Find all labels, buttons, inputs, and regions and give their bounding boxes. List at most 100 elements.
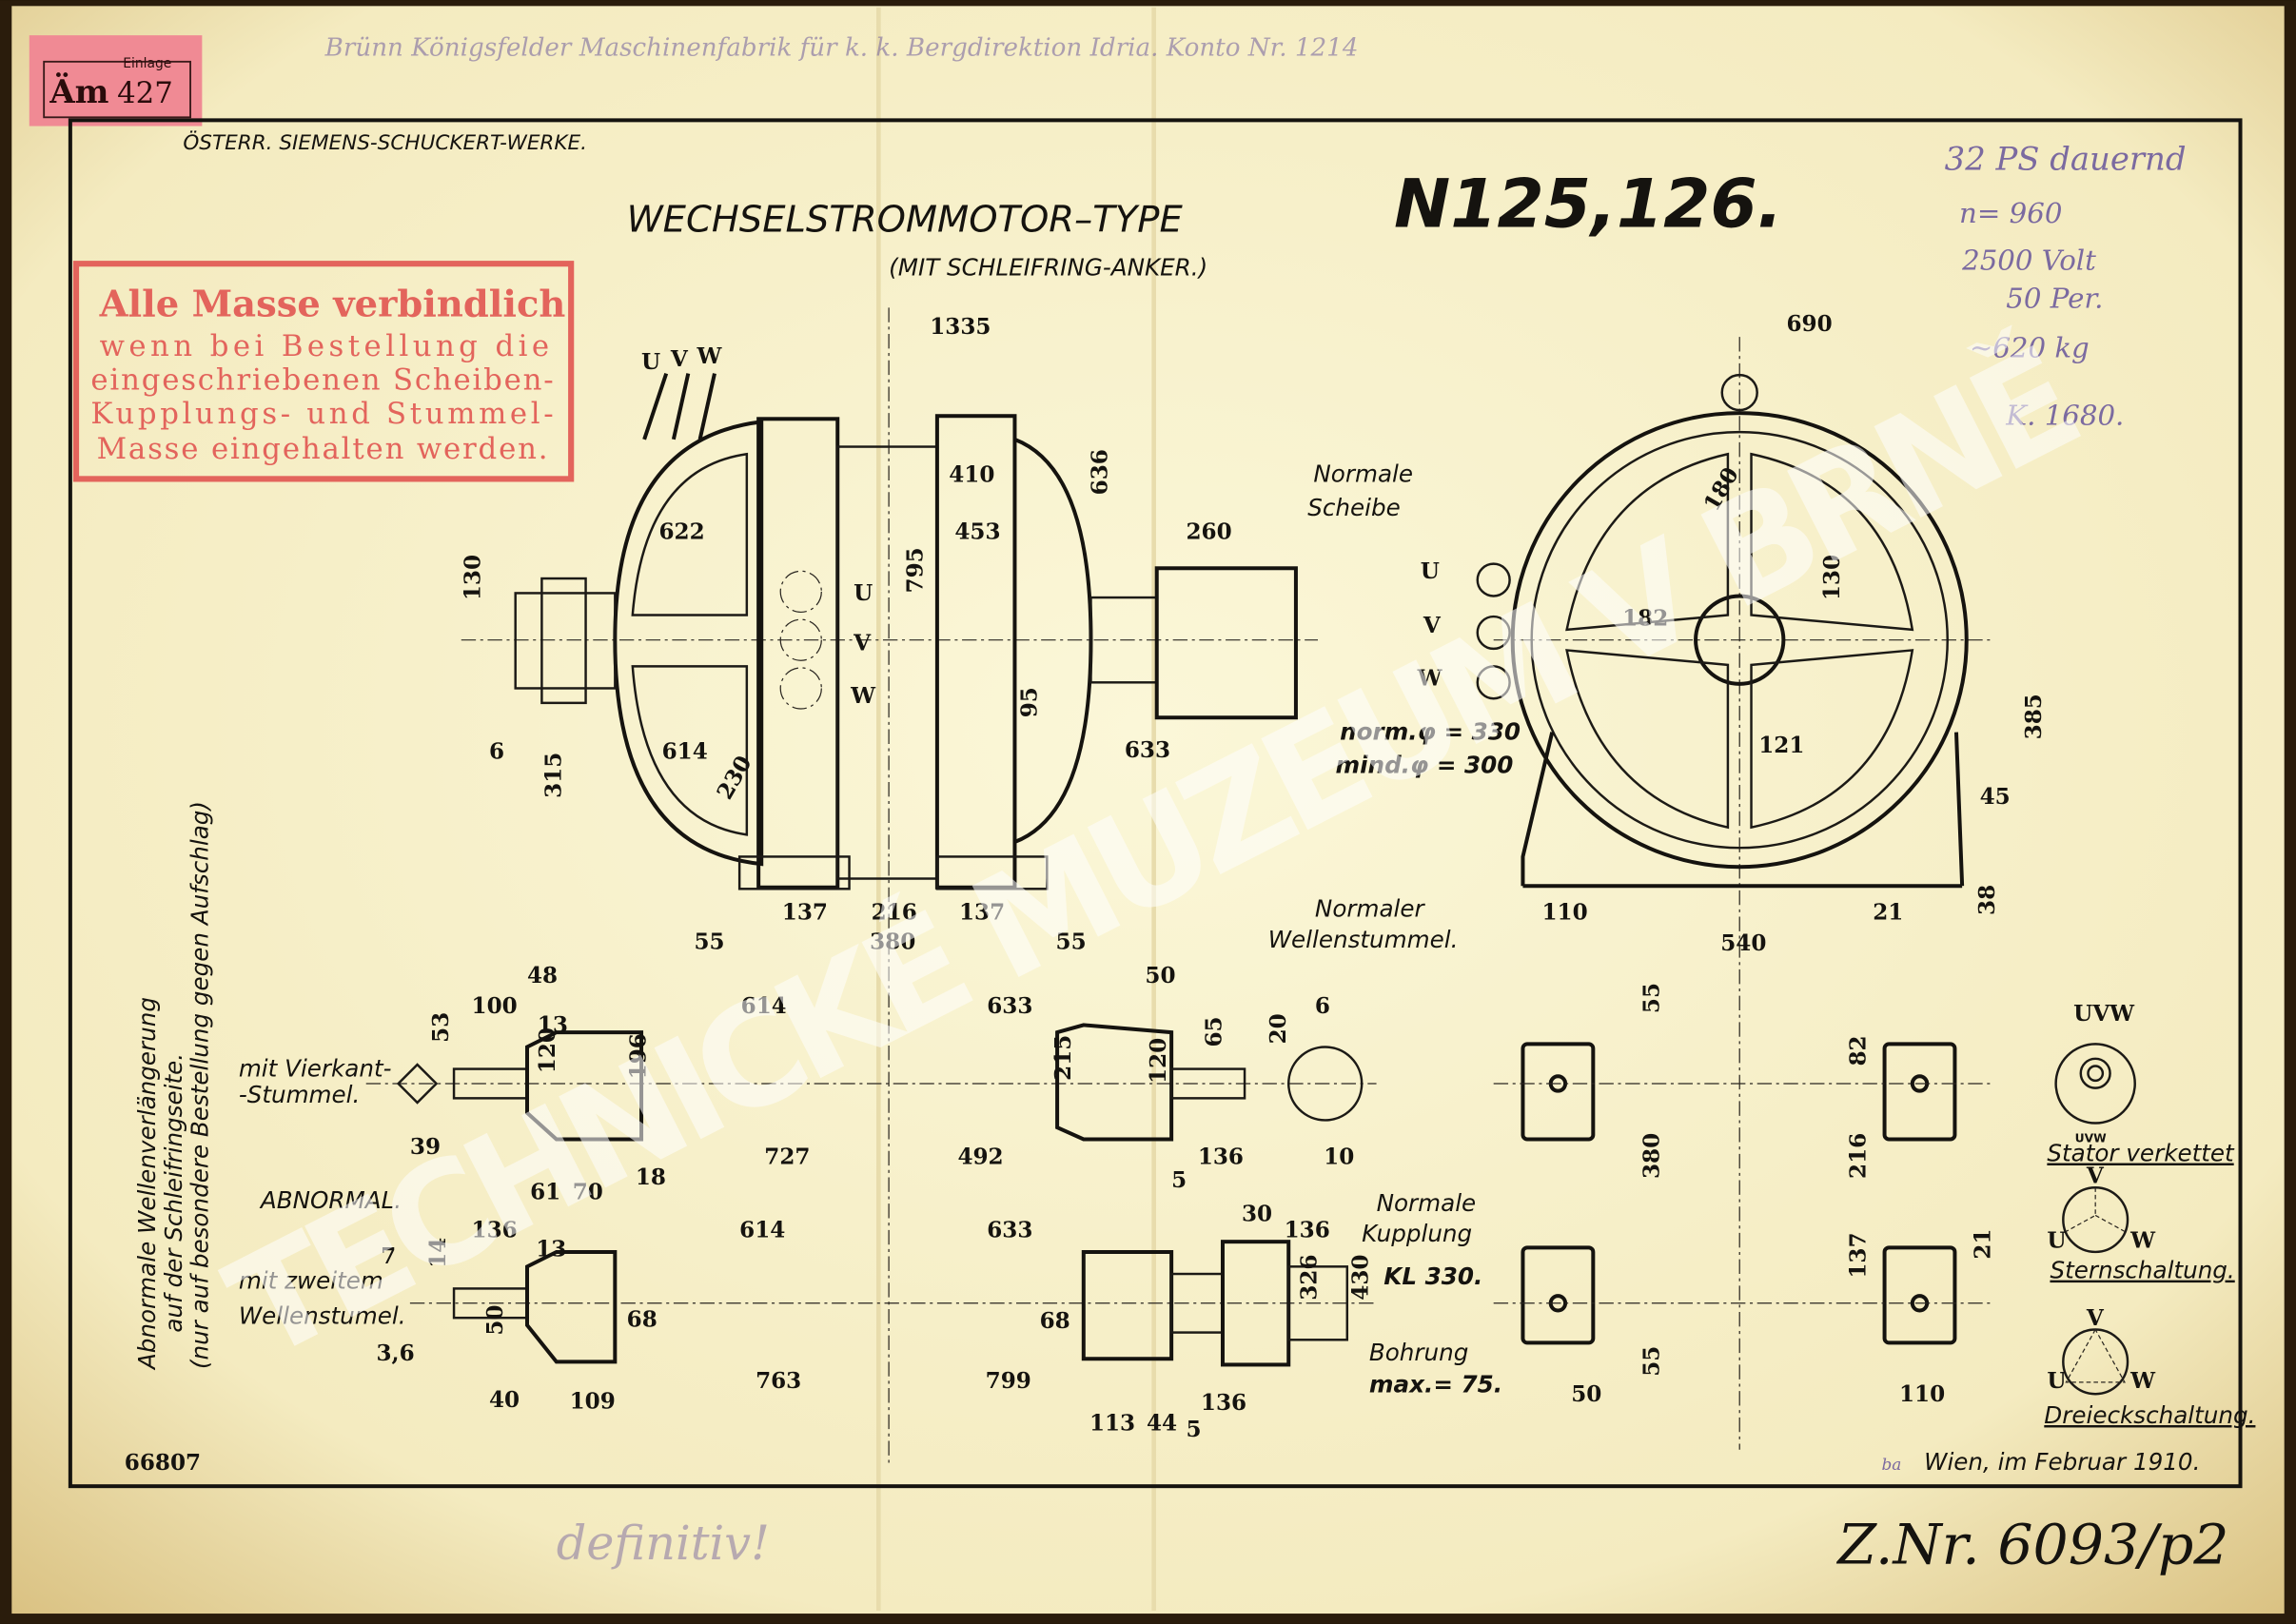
stator-caption: Stator verkettet <box>2047 1140 2235 1167</box>
dimension-label: 50 <box>1145 963 1175 988</box>
terminal-u: U <box>1421 558 1440 584</box>
company-name: ÖSTERR. SIEMENS-SCHUCKERT-WERKE. <box>183 130 587 155</box>
dimension-label: 82 <box>1846 1035 1872 1066</box>
dimension-label: 136 <box>1285 1218 1330 1243</box>
dimension-label: 109 <box>570 1389 616 1415</box>
label-v: V <box>2086 1305 2105 1331</box>
terminal-v: V <box>853 630 872 655</box>
note-wellenstummel: Normaler <box>1315 895 1426 923</box>
side-note-line: Abnormale Wellenverlängerung <box>133 997 161 1371</box>
note-zweitem: Wellenstumel. <box>239 1301 406 1329</box>
note-zweitem: mit zweitem <box>239 1266 383 1294</box>
dimension-label: 30 <box>1242 1202 1272 1227</box>
dimension-label: 50 <box>482 1305 508 1336</box>
dimension-label: 136 <box>1201 1390 1246 1416</box>
dimension-label: 633 <box>1125 737 1170 763</box>
stamp-line: wenn bei Bestellung die <box>100 329 549 363</box>
subtitle: (MIT SCHLEIFRING-ANKER.) <box>889 253 1207 281</box>
dimension-label: 540 <box>1720 930 1766 956</box>
dimension-label: 110 <box>1541 900 1587 926</box>
foot-plates <box>1493 1042 1992 1345</box>
spec-note: n= 960 <box>1959 197 2062 229</box>
label-u: U <box>2047 1227 2066 1253</box>
dimension-label: 21 <box>1970 1229 1995 1260</box>
dimension-label: 622 <box>659 519 705 544</box>
dimension-label: 130 <box>1819 555 1845 600</box>
note-norm-phi: norm.φ = 330 <box>1340 717 1521 745</box>
header-handwriting: Brünn Königsfelder Maschinenfabrik für k… <box>324 34 1359 63</box>
dimension-label: 196 <box>626 1033 652 1079</box>
dimension-label: 20 <box>1266 1013 1291 1044</box>
dimension-label: 13 <box>538 1012 568 1038</box>
dimension-label: 55 <box>1639 983 1665 1013</box>
terminal-w: W <box>697 343 723 369</box>
terminal-label: UVW <box>2073 1001 2135 1027</box>
einlage-label: Äm Einlage 427 <box>29 35 203 127</box>
dimension-label: 55 <box>694 929 724 954</box>
dimension-label: 1335 <box>930 314 991 340</box>
terminal-v: V <box>1423 613 1442 638</box>
spec-note: ~620 kg <box>1970 332 2090 364</box>
motor-side-view: U V W U V W <box>461 307 1319 1465</box>
dimension-label: 6 <box>1315 993 1330 1019</box>
dimension-label: 68 <box>1040 1308 1070 1334</box>
note-bohrung: Bohrung <box>1369 1339 1468 1366</box>
dimension-label: 61 <box>530 1180 560 1205</box>
dimension-label: 95 <box>1017 687 1043 717</box>
handwritten-specs: 32 PS dauernd n= 960 2500 Volt 50 Per. ~… <box>1945 141 2187 432</box>
title-prefix: WECHSELSTROMMOTOR–TYPE <box>627 198 1184 241</box>
dimension-label: 55 <box>1056 929 1087 954</box>
label-caption: Einlage <box>123 56 171 71</box>
dimension-label: 799 <box>986 1368 1031 1394</box>
dimension-label: 315 <box>540 753 566 798</box>
handwriting-definitiv: definitiv! <box>557 1516 770 1571</box>
dimension-label: 38 <box>1974 885 2000 915</box>
side-note-abnormal: Abnormale Wellenverlängerung auf der Sch… <box>133 801 213 1371</box>
label-w: W <box>2129 1368 2156 1394</box>
dimension-label: 10 <box>1324 1145 1354 1170</box>
terminal-label: UVW <box>2075 1132 2108 1145</box>
stamp-line: Masse eingehalten werden. <box>97 432 548 466</box>
terminal-u: U <box>641 349 660 375</box>
dimension-label: 137 <box>782 900 828 926</box>
drawing-frame <box>68 118 2243 1489</box>
dimension-label: 70 <box>573 1180 603 1205</box>
dimension-label: 763 <box>756 1368 801 1394</box>
signature-initials: ba <box>1881 1455 1901 1474</box>
dimension-label: 44 <box>1147 1411 1177 1437</box>
dimension-label: 260 <box>1187 519 1232 544</box>
label-v: V <box>2086 1164 2105 1189</box>
paper <box>11 6 2285 1614</box>
note-normale-scheibe: Scheibe <box>1307 494 1401 521</box>
dimension-label: 39 <box>410 1134 441 1160</box>
dimension-label: 121 <box>1758 733 1804 758</box>
dimension-label: 110 <box>1899 1381 1945 1407</box>
dimension-label: 326 <box>1296 1255 1322 1301</box>
dimension-label: 6 <box>489 738 504 764</box>
dimension-label: 13 <box>536 1237 566 1262</box>
stern-caption: Sternschaltung. <box>2050 1257 2234 1284</box>
dimension-label: 53 <box>428 1012 454 1043</box>
label-number: 427 <box>117 76 173 110</box>
handwriting-zeichnungsnummer: Z.Nr. 6093/p2 <box>1835 1513 2228 1577</box>
dimension-label: 45 <box>1980 784 2011 810</box>
dimension-label: 453 <box>954 519 1000 544</box>
spec-note: K. 1680. <box>2005 399 2124 431</box>
note-kupplung: Kupplung <box>1362 1220 1472 1247</box>
terminal-w: W <box>850 683 876 709</box>
stator-symbol <box>2054 1043 2136 1125</box>
note-kupplung: Normale <box>1377 1189 1477 1217</box>
dimension-label: 65 <box>1201 1016 1226 1047</box>
dimension-label: 614 <box>741 993 787 1019</box>
dimension-label: 100 <box>472 993 518 1019</box>
dimension-label: 55 <box>1639 1346 1665 1377</box>
dimension-label: 216 <box>1846 1133 1872 1179</box>
dimension-label: 48 <box>527 963 558 988</box>
dimension-label: 636 <box>1087 449 1112 495</box>
dimension-label: 136 <box>472 1218 518 1243</box>
motor-front-view: U V W <box>1417 337 1992 1450</box>
shaft-details <box>365 1023 1377 1367</box>
dimension-label: 14 <box>425 1238 451 1268</box>
